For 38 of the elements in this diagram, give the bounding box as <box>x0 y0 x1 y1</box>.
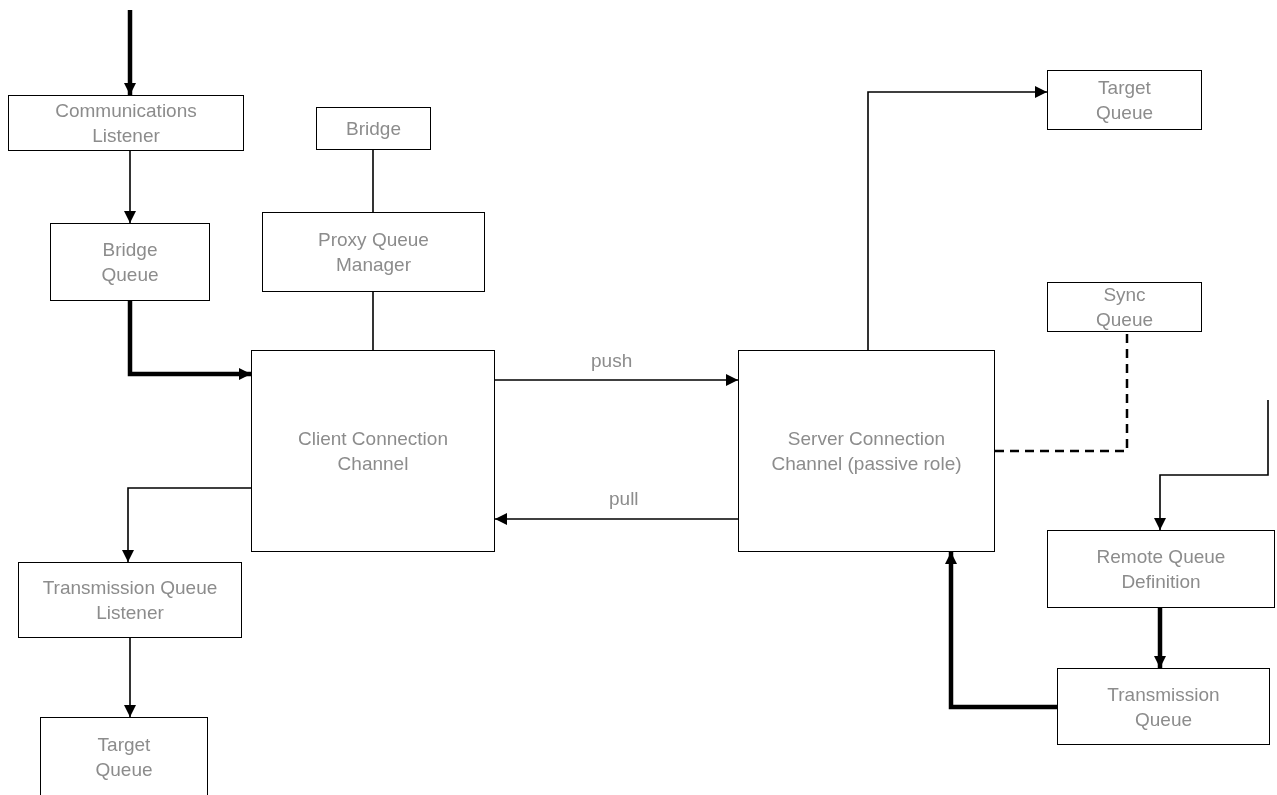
process-box <box>316 107 431 150</box>
process-box <box>50 223 210 301</box>
arrow <box>124 150 136 224</box>
node-label: Sync Queue <box>1094 283 1154 332</box>
arrow <box>1154 399 1269 531</box>
node-label: Bridge Queue <box>100 238 160 287</box>
node-label: Proxy Queue Manager <box>317 228 430 277</box>
arrow <box>124 637 136 718</box>
process-box <box>1047 530 1275 608</box>
process-box <box>1057 668 1270 745</box>
arrow <box>945 552 1057 710</box>
node-label: Target Queue <box>1094 76 1154 125</box>
connector-line <box>995 332 1129 453</box>
node-label: Remote Queue Definition <box>1095 545 1227 594</box>
arrow <box>494 513 739 525</box>
process-box <box>18 562 242 638</box>
arrow <box>127 301 251 380</box>
arrow <box>867 86 1048 351</box>
process-box <box>40 717 208 795</box>
connector-line <box>372 291 374 351</box>
process-box <box>251 350 495 552</box>
process-box <box>1047 282 1202 332</box>
node-label: Bridge <box>346 117 401 141</box>
process-box <box>738 350 995 552</box>
process-box <box>262 212 485 292</box>
node-label: Communications Listener <box>54 99 198 148</box>
process-box <box>8 95 244 151</box>
connector-line <box>372 149 374 213</box>
process-box <box>1047 70 1202 130</box>
node-label: Server Connection Channel (passive role) <box>770 427 963 476</box>
arrow <box>1154 608 1166 668</box>
node-label: Client Connection Channel <box>297 427 449 476</box>
arrow <box>122 487 252 563</box>
node-label: Transmission Queue <box>1106 682 1221 732</box>
node-label: Target Queue <box>94 733 154 782</box>
node-label: Transmission Queue Listener <box>41 576 219 625</box>
arrow <box>124 10 136 95</box>
arrow <box>494 374 739 386</box>
